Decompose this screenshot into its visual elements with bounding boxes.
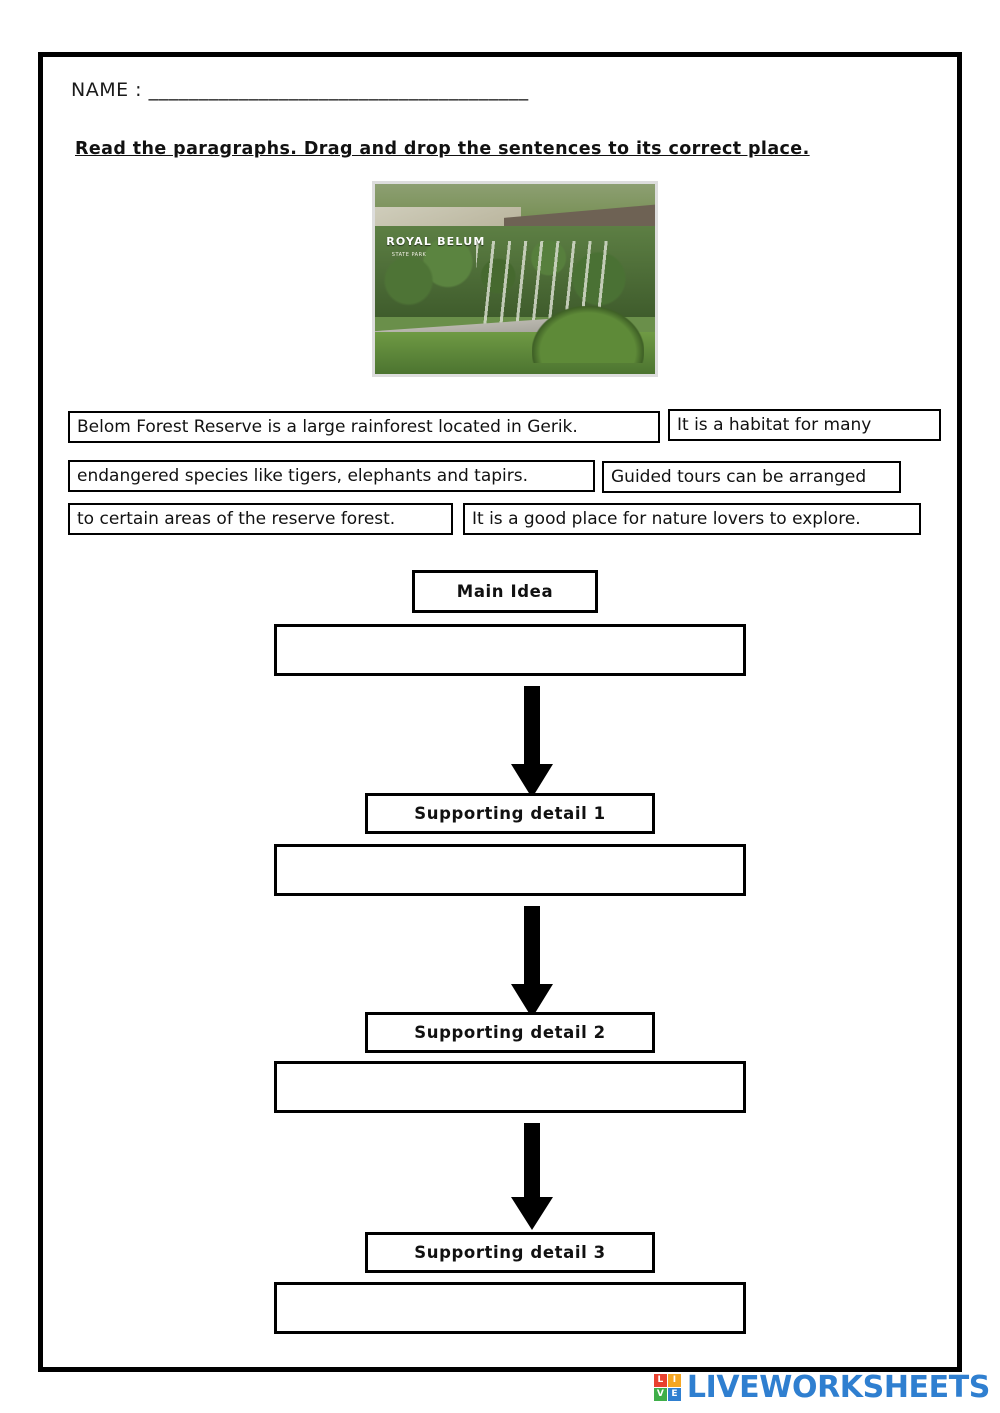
drop-slot-detail-3[interactable] bbox=[274, 1282, 746, 1334]
liveworksheets-footer: L I V E LIVEWORKSHEETS bbox=[653, 1370, 991, 1405]
badge-letter-e: E bbox=[667, 1388, 681, 1401]
flow-label-detail-3: Supporting detail 3 bbox=[365, 1232, 655, 1273]
arrow-down-icon-2 bbox=[511, 906, 553, 1018]
liveworksheets-wordmark: LIVEWORKSHEETS bbox=[686, 1370, 991, 1405]
arrow-down-icon-1 bbox=[511, 686, 553, 798]
sentence-chip-4[interactable]: Guided tours can be arranged bbox=[602, 461, 901, 493]
worksheet-page: NAME : _________________________________… bbox=[38, 52, 962, 1372]
flow-label-detail-1: Supporting detail 1 bbox=[365, 793, 655, 834]
arrow-down-icon-3 bbox=[511, 1123, 553, 1230]
flow-label-detail-2: Supporting detail 2 bbox=[365, 1012, 655, 1053]
sentence-chip-3[interactable]: endangered species like tigers, elephant… bbox=[68, 460, 595, 492]
photo-sign-text: ROYAL BELUM bbox=[386, 235, 486, 249]
photo-bush bbox=[531, 305, 644, 363]
flow-label-main-idea: Main Idea bbox=[412, 570, 598, 613]
photo-sign-subtext: STATE PARK bbox=[391, 252, 427, 259]
sentence-chip-2[interactable]: It is a habitat for many bbox=[668, 409, 941, 441]
drop-slot-main-idea[interactable] bbox=[274, 624, 746, 676]
badge-letter-l: L bbox=[653, 1374, 667, 1387]
instruction-text: Read the paragraphs. Drag and drop the s… bbox=[75, 139, 810, 159]
royal-belum-photo: ROYAL BELUM STATE PARK bbox=[372, 181, 658, 377]
drop-slot-detail-2[interactable] bbox=[274, 1061, 746, 1113]
sentence-chip-1[interactable]: Belom Forest Reserve is a large rainfore… bbox=[68, 411, 660, 443]
badge-letter-v: V bbox=[653, 1388, 667, 1401]
name-field-label: NAME : _________________________________… bbox=[71, 79, 529, 101]
liveworksheets-badge-icon: L I V E bbox=[653, 1374, 681, 1401]
sentence-chip-5[interactable]: to certain areas of the reserve forest. bbox=[68, 503, 453, 535]
sentence-chip-6[interactable]: It is a good place for nature lovers to … bbox=[463, 503, 921, 535]
badge-letter-i: I bbox=[667, 1374, 681, 1387]
drop-slot-detail-1[interactable] bbox=[274, 844, 746, 896]
